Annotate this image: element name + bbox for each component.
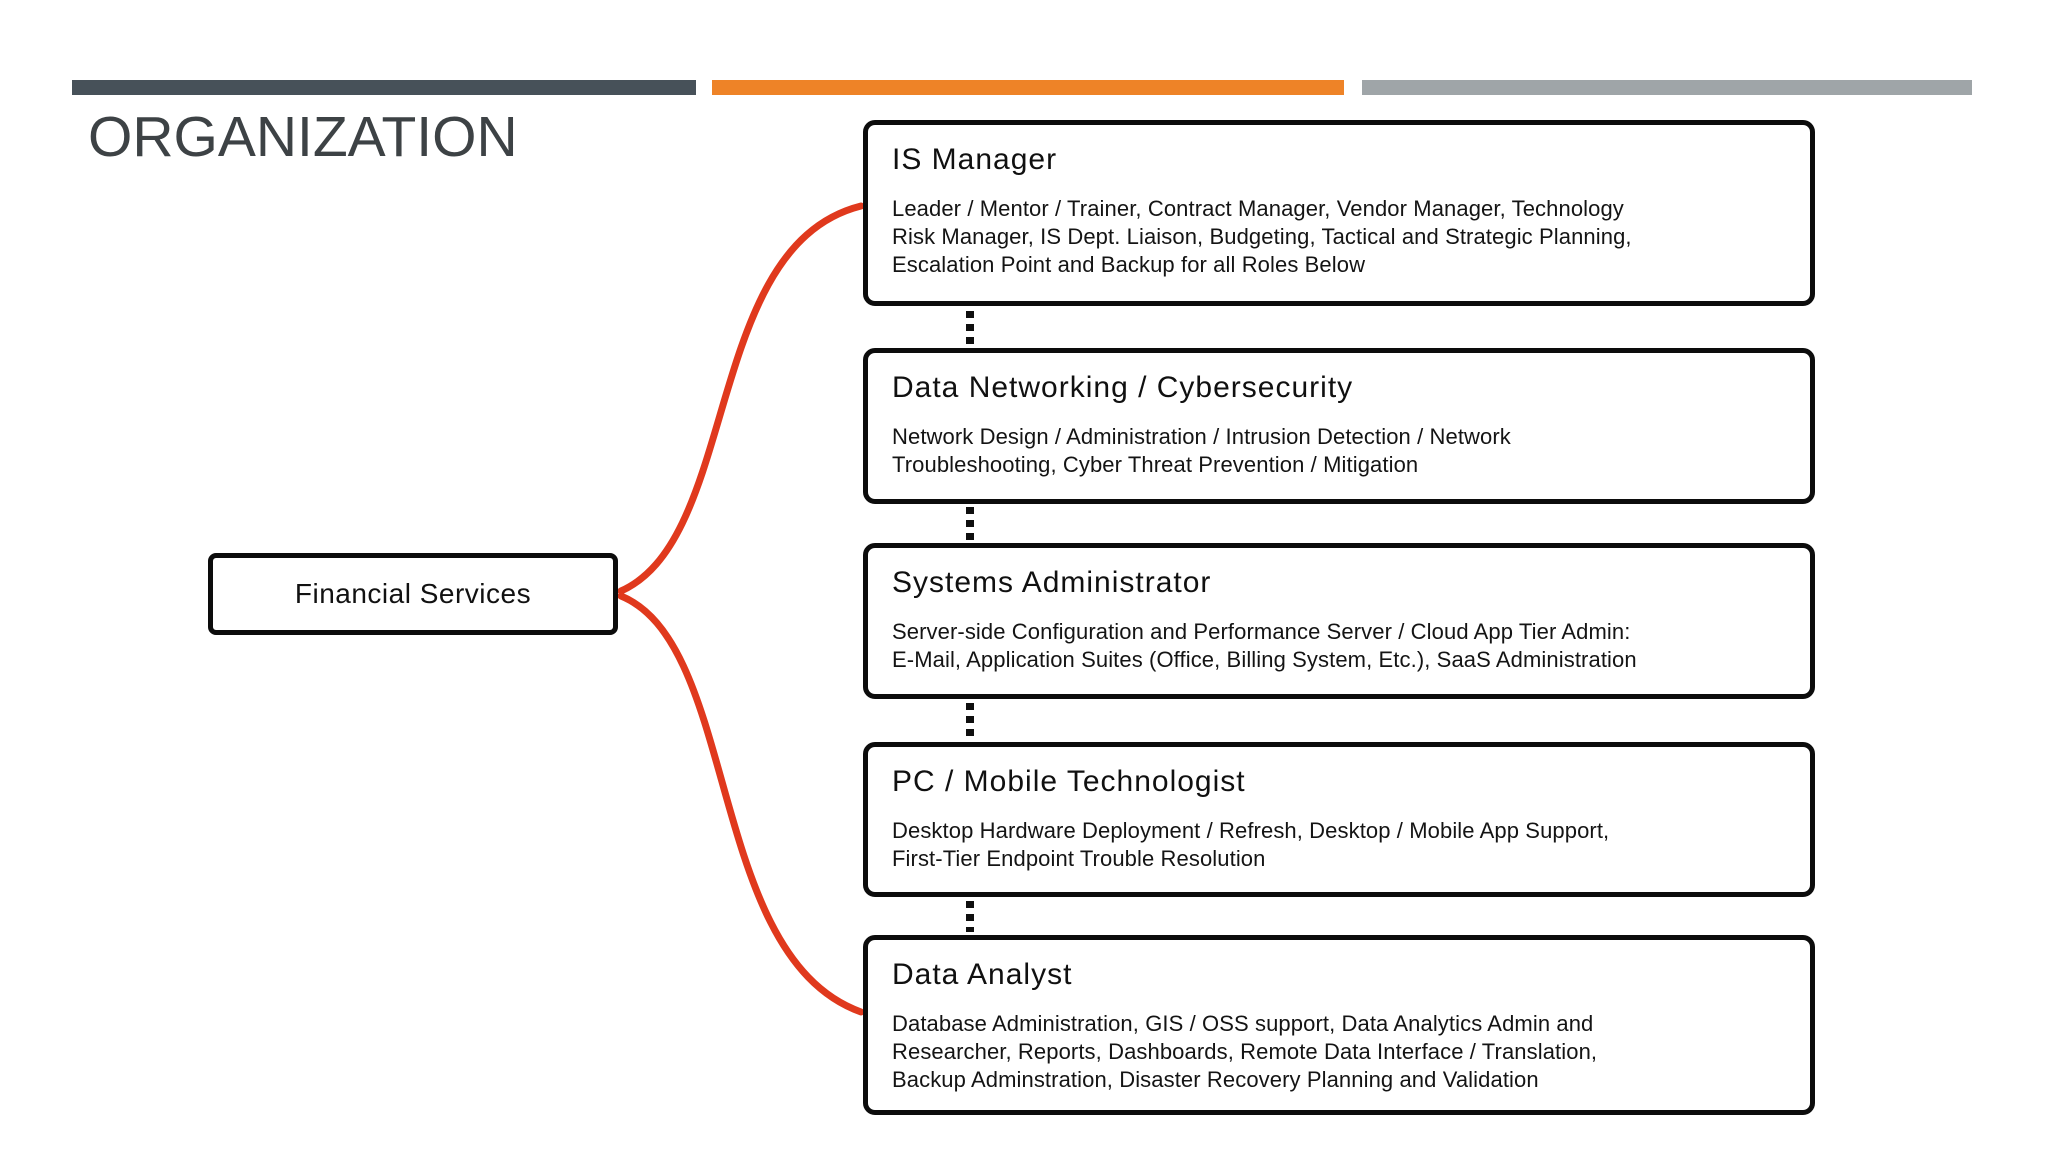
connector-curve-top (617, 202, 865, 595)
role-title: PC / Mobile Technologist (892, 765, 1246, 798)
accent-bar-dark (72, 80, 696, 95)
role-box-systems-administrator: Systems Administrator Server-side Config… (863, 543, 1815, 699)
role-box-pc-mobile-technologist: PC / Mobile Technologist Desktop Hardwar… (863, 742, 1815, 897)
financial-services-box: Financial Services (208, 553, 618, 635)
page-title: ORGANIZATION (88, 105, 518, 169)
accent-bar-orange (712, 80, 1344, 95)
role-title: IS Manager (892, 143, 1058, 176)
role-title: Data Networking / Cybersecurity (892, 371, 1354, 404)
role-box-data-networking-cybersecurity: Data Networking / Cybersecurity Network … (863, 348, 1815, 504)
dotted-link-1 (966, 311, 974, 345)
connector-curve-bottom (617, 592, 865, 1016)
dotted-link-4 (966, 901, 974, 932)
role-box-is-manager: IS Manager Leader / Mentor / Trainer, Co… (863, 120, 1815, 306)
dotted-link-3 (966, 703, 974, 739)
role-description: Database Administration, GIS / OSS suppo… (892, 1011, 1598, 1092)
role-description: Leader / Mentor / Trainer, Contract Mana… (892, 196, 1632, 277)
accent-bar-gray (1362, 80, 1972, 95)
role-description: Desktop Hardware Deployment / Refresh, D… (892, 818, 1610, 871)
dotted-link-2 (966, 507, 974, 540)
role-box-data-analyst: Data Analyst Database Administration, GI… (863, 935, 1815, 1115)
financial-services-label: Financial Services (294, 578, 532, 609)
role-description: Network Design / Administration / Intrus… (892, 424, 1511, 477)
role-title: Data Analyst (892, 958, 1073, 991)
role-description: Server-side Configuration and Performanc… (892, 619, 1637, 672)
role-title: Systems Administrator (892, 566, 1212, 599)
